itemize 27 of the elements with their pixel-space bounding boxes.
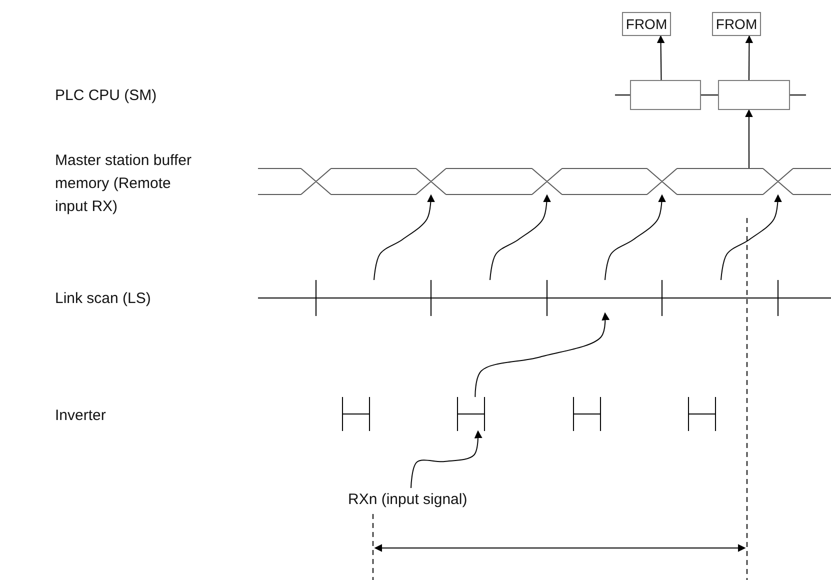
processing-box bbox=[630, 80, 701, 110]
arrow bbox=[374, 194, 435, 280]
arrow bbox=[656, 35, 665, 80]
row-label: PLC CPU (SM) bbox=[55, 86, 158, 106]
inverter-pulse-icon bbox=[688, 397, 716, 431]
processing-box bbox=[718, 80, 790, 110]
arrow bbox=[604, 194, 666, 280]
arrow bbox=[490, 194, 551, 280]
arrow bbox=[720, 194, 782, 280]
instruction-box: FROM bbox=[712, 12, 761, 36]
row-label: Inverter bbox=[55, 406, 107, 426]
arrow bbox=[744, 109, 753, 168]
arrow bbox=[410, 430, 482, 488]
link-scan-timeline bbox=[258, 280, 831, 316]
connector-line bbox=[614, 94, 630, 96]
signal-label: RXn (input signal) bbox=[348, 488, 498, 512]
instruction-box: FROM bbox=[622, 12, 671, 36]
arrow bbox=[745, 35, 754, 80]
inverter-pulse-icon bbox=[342, 397, 370, 431]
inverter-pulse-icon bbox=[457, 397, 485, 431]
connector-line bbox=[790, 94, 806, 96]
row-label: Master station buffer memory (Remote input RX) bbox=[55, 151, 192, 217]
arrow bbox=[474, 312, 610, 398]
buffer-memory-waveform bbox=[258, 168, 831, 195]
row-label: Link scan (LS) bbox=[55, 289, 152, 309]
connector-line bbox=[700, 94, 718, 96]
inverter-pulse-icon bbox=[573, 397, 601, 431]
